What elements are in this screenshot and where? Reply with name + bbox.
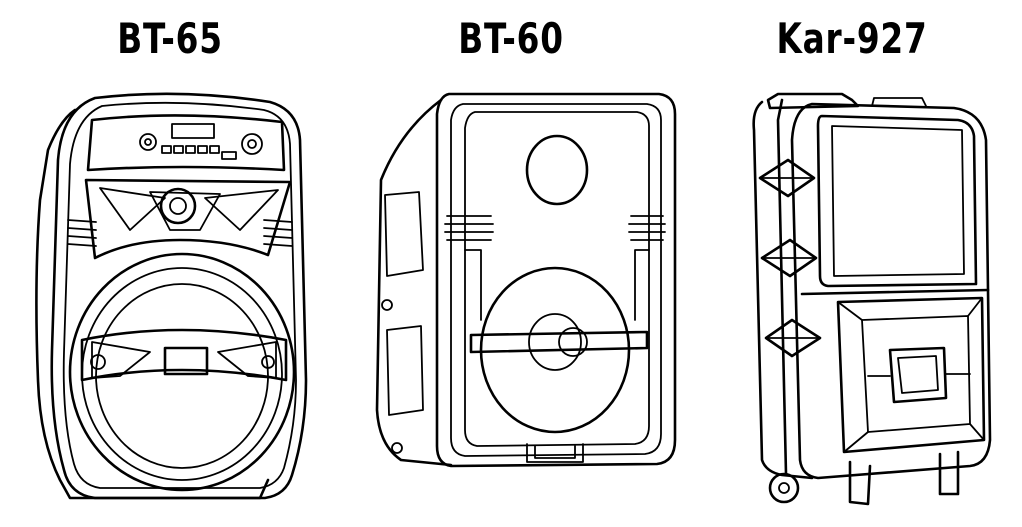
bt65-handle-right-bolt xyxy=(262,356,274,368)
kar927-lower-bevel-bl xyxy=(844,432,868,452)
kar927-lower-bevel-br xyxy=(970,424,984,440)
bt65-back-shell xyxy=(36,110,268,498)
bt60-grip-line-left xyxy=(465,250,481,320)
kar927-divider xyxy=(802,290,988,294)
bt65-button-4 xyxy=(198,146,207,153)
bt60-side-panel xyxy=(377,100,451,465)
kar927-center-window-inner xyxy=(898,356,938,393)
bt65-vent-left-3 xyxy=(68,236,96,238)
bt60-side-port xyxy=(382,300,392,310)
bt65-control-panel xyxy=(88,115,284,170)
bt65-button-5 xyxy=(210,146,219,153)
bt65-vent-left-1 xyxy=(68,220,96,222)
kar927-wheel-hub xyxy=(779,483,789,493)
bt65-upper-frame-wing-left xyxy=(100,188,165,230)
kar927-screen-frame xyxy=(818,116,976,286)
bt60-bottom-notch-inner xyxy=(535,446,575,458)
model-label-bt-65: BT-65 xyxy=(117,14,223,63)
figure-kar-927: Kar-927 xyxy=(682,0,1022,527)
bt65-vent-right-2 xyxy=(264,228,292,230)
bt65-upper-frame-wing-right xyxy=(205,190,278,230)
speaker-kar-927-drawing xyxy=(682,80,1022,520)
kar927-top-handle xyxy=(768,94,858,108)
bt65-button-3 xyxy=(186,146,195,153)
bt60-front-inner xyxy=(451,104,661,456)
bt65-knob-left-center xyxy=(145,139,151,145)
bt65-woofer-outer xyxy=(70,254,294,490)
bt60-grip-line-right xyxy=(635,250,649,320)
bt65-upper-frame-center xyxy=(150,192,220,230)
bt65-vent-right-3 xyxy=(264,236,292,238)
speaker-bt-60-drawing xyxy=(341,80,681,520)
bt65-body-inner xyxy=(64,103,296,488)
speaker-bt-65-drawing xyxy=(0,80,340,520)
bt60-bottom-notch xyxy=(527,444,583,462)
bt65-display xyxy=(172,124,214,138)
figure-bt-60: BT-60 xyxy=(341,0,681,527)
bt60-front-panel xyxy=(465,112,649,446)
bt65-button-1 xyxy=(162,146,171,153)
bt65-handle-bar xyxy=(82,330,286,380)
kar927-lower-bevel-tr xyxy=(968,298,982,316)
bt60-upper-port xyxy=(527,136,587,204)
kar927-foot-right xyxy=(940,452,958,494)
bt60-side-foot xyxy=(392,443,402,453)
model-label-bt-60: BT-60 xyxy=(458,14,564,63)
kar927-wheel xyxy=(770,474,798,502)
bt65-knob-right xyxy=(242,134,262,154)
bt60-woofer-dust-cap xyxy=(529,314,581,370)
kar927-side-column xyxy=(754,102,812,478)
bt65-usb-slot xyxy=(222,152,236,159)
bt65-vent-right-4 xyxy=(264,244,292,246)
bt65-vent-left-2 xyxy=(68,228,96,230)
kar927-top-handle-grip xyxy=(872,98,926,106)
kar927-center-window xyxy=(890,348,946,402)
bt60-side-recess-top xyxy=(385,192,423,276)
kar927-lower-bevel-tl xyxy=(838,302,862,320)
bt65-woofer-inner xyxy=(96,284,268,468)
kar927-screen xyxy=(832,126,964,276)
bt65-knob-left xyxy=(140,134,156,150)
bt60-side-recess-bottom xyxy=(387,326,423,415)
bt65-upper-frame xyxy=(86,180,290,258)
bt65-tweeter xyxy=(161,189,195,223)
bt65-button-2 xyxy=(174,146,183,153)
bt60-front-outer xyxy=(437,94,675,466)
bt60-woofer-center xyxy=(559,328,587,356)
bt65-knob-right-center xyxy=(248,140,256,148)
bt60-horizontal-bar xyxy=(471,332,647,352)
figure-bt-65: BT-65 xyxy=(0,0,340,527)
bt60-woofer-outer xyxy=(481,268,629,432)
kar927-foot-left xyxy=(850,462,870,504)
model-label-kar-927: Kar-927 xyxy=(776,14,928,63)
kar927-side-column-front xyxy=(778,100,786,474)
bt65-vent-left-4 xyxy=(68,244,96,246)
bt65-body-outer xyxy=(52,94,306,498)
bt65-handle-left-bolt xyxy=(91,355,105,369)
bt65-vent-right-1 xyxy=(264,220,292,222)
bt65-handle-right-arrow xyxy=(218,342,276,378)
bt65-handle-grip xyxy=(165,348,207,374)
bt65-tweeter-dome xyxy=(170,198,186,214)
kar927-body-outer xyxy=(792,104,990,478)
